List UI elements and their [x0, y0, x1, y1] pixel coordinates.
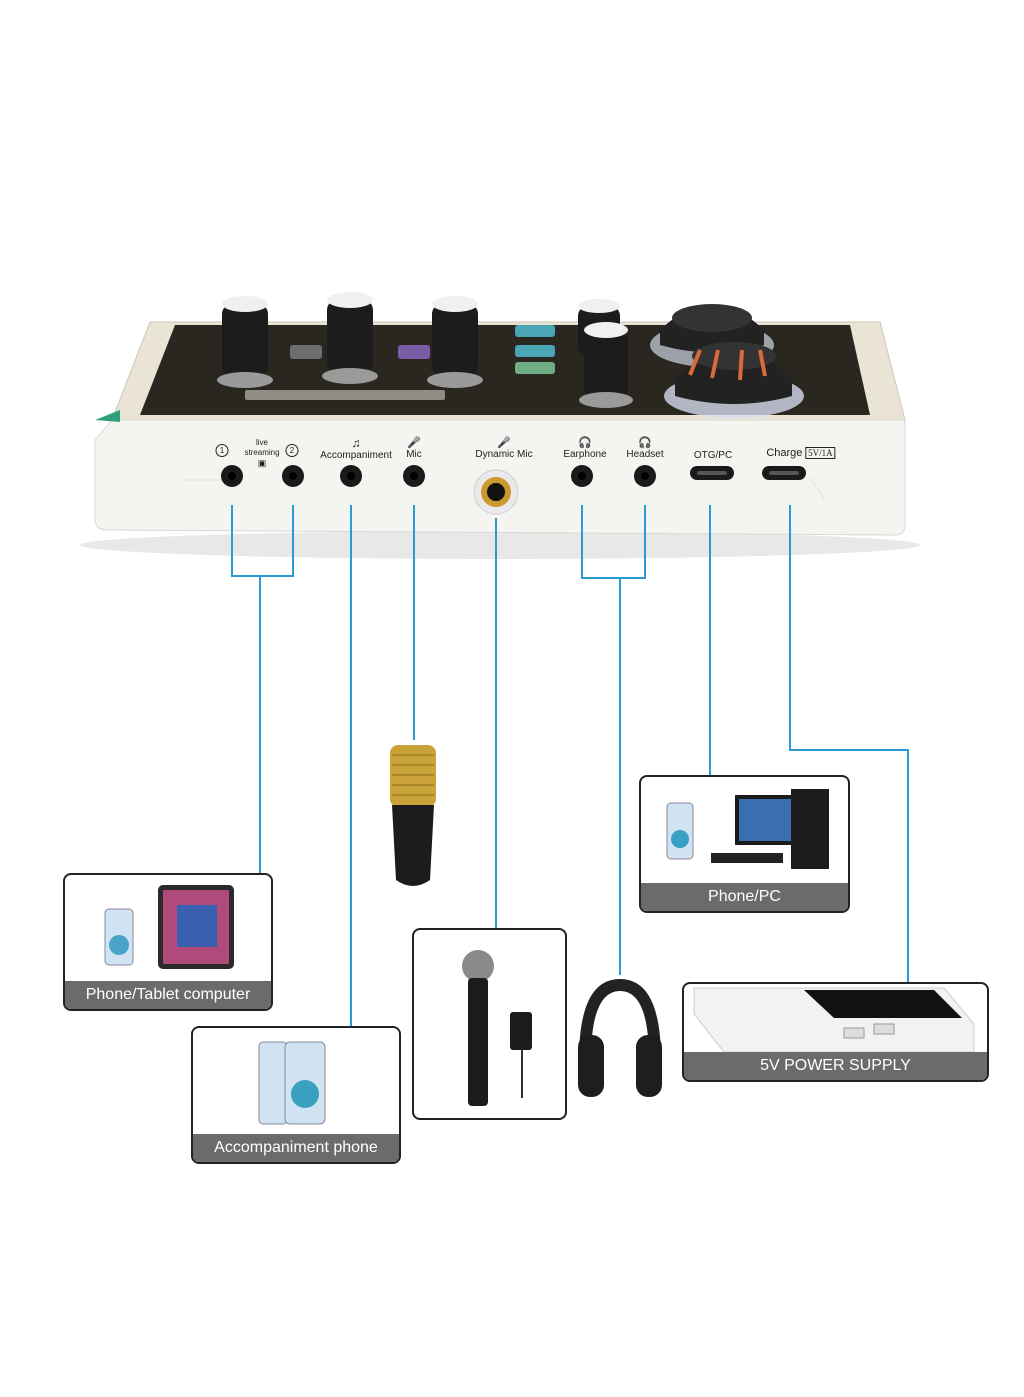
- headphone-icon: 🎧: [638, 437, 652, 449]
- microphone-icon: 🎤: [407, 437, 421, 449]
- wireless-microphone-icon: [462, 950, 532, 1106]
- jack-dynamic-mic: [473, 469, 519, 515]
- port-label-mic: 🎤 Mic: [406, 437, 422, 460]
- phone-pc-icon: [666, 789, 829, 869]
- port-label-earphone: 🎧 Earphone: [563, 437, 607, 460]
- knob-1: [217, 296, 273, 388]
- wire-charge: [789, 505, 909, 982]
- wire-phones-bracket: [581, 505, 646, 579]
- microphone-icon: 🎤: [497, 437, 511, 449]
- target-accompaniment-phone: Accompaniment phone: [191, 1026, 401, 1164]
- live-label: live: [255, 438, 268, 447]
- wire-live-bracket: [231, 505, 294, 577]
- headphones-icon: [578, 978, 662, 1097]
- streaming-label: streaming: [244, 448, 280, 457]
- port-label-otg-pc: OTG/PC: [693, 450, 733, 461]
- knob-2: [322, 292, 378, 384]
- port-label-live-1: 1: [215, 444, 229, 457]
- jack-mic: [403, 465, 425, 487]
- jack-accompaniment: [340, 465, 362, 487]
- port-label-dynamic-mic: 🎤 Dynamic Mic: [475, 437, 533, 460]
- camera-icon: ▣: [257, 458, 267, 468]
- knob-4: [578, 299, 633, 408]
- jack-live-1: [221, 465, 243, 487]
- caption-phone-tablet: Phone/Tablet computer: [65, 981, 271, 1009]
- port-label-charge: Charge 5V/1A: [766, 447, 836, 459]
- phone-icon: [258, 1041, 326, 1125]
- caption-accompaniment-phone: Accompaniment phone: [193, 1134, 399, 1162]
- target-power-supply: 5V POWER SUPPLY: [682, 982, 989, 1082]
- power-bank-icon: [693, 987, 975, 1053]
- caption-power-supply: 5V POWER SUPPLY: [684, 1052, 987, 1080]
- port-label-live-streaming: live streaming ▣: [244, 438, 279, 468]
- port-label-live-2: 2: [285, 444, 299, 457]
- target-phone-tablet: Phone/Tablet computer: [63, 873, 273, 1011]
- usb-c-charge-port: [762, 466, 806, 480]
- wires: [231, 505, 909, 1026]
- caption-phone-pc: Phone/PC: [641, 883, 848, 911]
- rgb-knob-2: [664, 342, 804, 418]
- knob-3: [427, 296, 483, 388]
- port-label-accompaniment: ♫ Accompaniment: [320, 436, 392, 461]
- headphone-icon: 🎧: [578, 437, 592, 449]
- device-shadow: [80, 531, 920, 559]
- target-wireless-mic: [412, 928, 567, 1120]
- phone-tablet-icon: [104, 885, 234, 969]
- jack-headset: [634, 465, 656, 487]
- condenser-microphone-icon: [390, 745, 436, 886]
- port-label-headset: 🎧 Headset: [626, 437, 664, 460]
- jack-live-2: [282, 465, 304, 487]
- music-note-icon: ♫: [351, 436, 361, 450]
- jack-earphone: [571, 465, 593, 487]
- usb-c-otg-port: [690, 466, 734, 480]
- target-phone-pc: Phone/PC: [639, 775, 850, 913]
- charge-rating-badge: 5V/1A: [805, 447, 836, 459]
